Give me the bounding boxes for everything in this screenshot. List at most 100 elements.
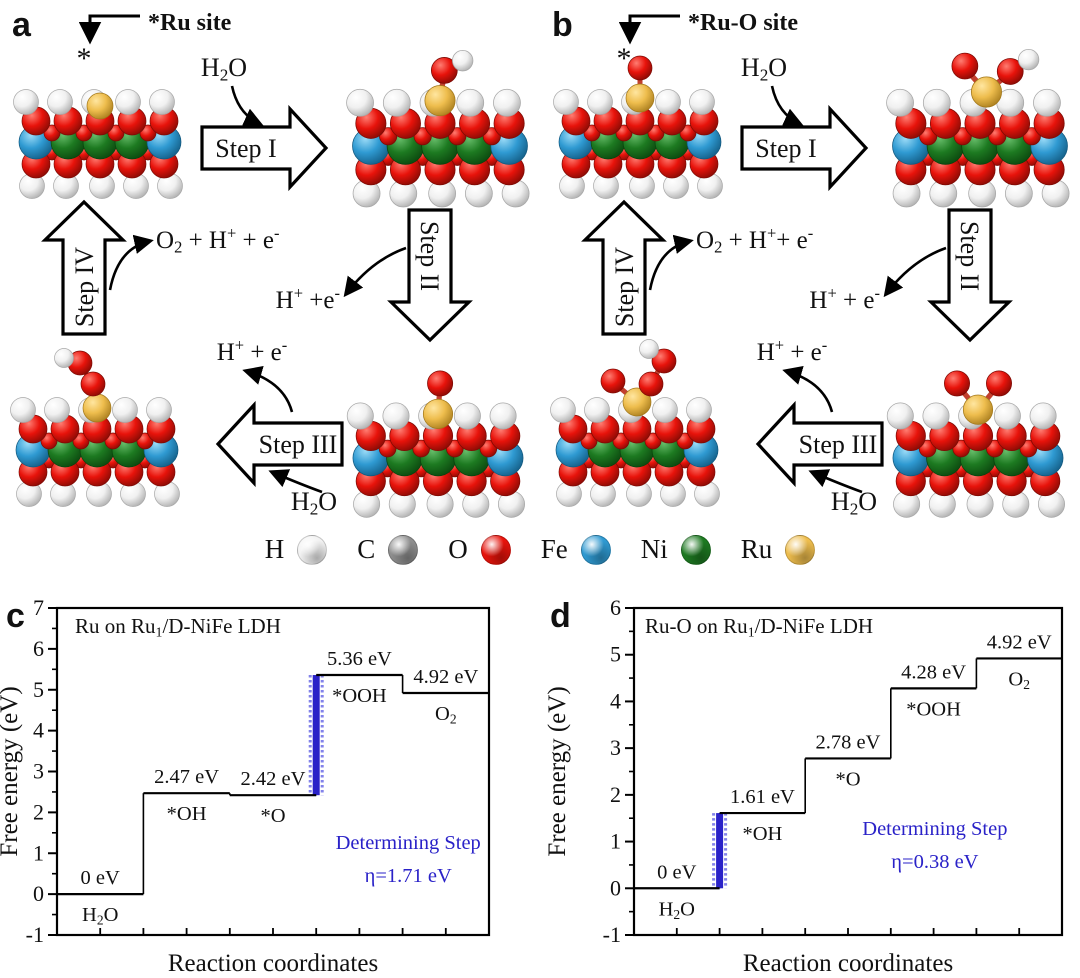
legend-item-O: O: [448, 534, 511, 565]
y-axis-label: Free energy (eV): [544, 686, 571, 856]
y-tick-label: 4: [610, 688, 621, 713]
y-tick-label: 1: [33, 840, 44, 865]
h-e-step3-arrow: [242, 365, 294, 413]
adsorbate-atom-red: [951, 52, 979, 80]
atom-O: [136, 432, 154, 450]
species-label: *OH: [167, 803, 207, 825]
atom-O: [679, 124, 697, 142]
legend-label-O: O: [448, 534, 468, 564]
y-tick-label: 1: [610, 829, 621, 854]
legend-label-Ni: Ni: [640, 534, 668, 564]
legend-item-Ni: Ni: [641, 534, 711, 565]
species-label: *OOH: [906, 698, 961, 720]
panel-letter-b: b: [552, 6, 573, 44]
adsorbate-atom-gold: [622, 387, 652, 417]
atom-H: [453, 402, 481, 430]
y-tick-label: 7: [33, 595, 44, 620]
atom-O: [378, 439, 397, 458]
h2o-in-label: H2O: [741, 53, 787, 84]
adsorbate-atom-gold: [970, 76, 1002, 108]
h2o-in-arrow: [230, 85, 264, 127]
atom-O: [986, 439, 1004, 458]
step3-arrow-label: Step III: [799, 430, 878, 459]
adsorbate-atom-gold: [625, 83, 655, 113]
site-pointer-arrow: [78, 14, 140, 45]
determining-step-band: [716, 813, 724, 889]
atom-H: [10, 397, 36, 423]
atom-O: [107, 124, 125, 142]
atom-H: [112, 397, 138, 423]
overpotential-text: η=1.71 eV: [365, 865, 452, 887]
atom-ball-Fe-icon: [580, 534, 611, 565]
step2-arrow-label: Step II: [415, 221, 444, 291]
atom-ball-Ni-icon: [680, 534, 711, 565]
slab-a-state3: [346, 370, 525, 518]
atom-O: [580, 432, 598, 450]
step2-arrow-shape: [387, 208, 473, 343]
atom-O: [43, 124, 61, 142]
y-tick-label: -1: [26, 922, 44, 947]
y-tick-label: 0: [610, 875, 621, 900]
step4-arrow-label: Step IV: [610, 247, 639, 327]
species-label: H2O: [82, 904, 118, 927]
x-axis-label: Reaction coordinates: [168, 950, 378, 977]
panel-letter-a: a: [12, 6, 32, 44]
site-marker: *: [77, 42, 92, 75]
y-tick-label: 2: [610, 782, 621, 807]
adsorbate-atom-red: [638, 371, 664, 397]
site-label: *Ru-O site: [688, 10, 798, 36]
adsorbate-atom-gold: [424, 85, 456, 117]
atom-O: [446, 439, 464, 458]
step2-arrow-shape: [927, 208, 1013, 343]
atom-ball-O-icon: [480, 534, 511, 565]
determining-step-text: Determining Step: [336, 832, 481, 854]
h-e-step3-arrow: [782, 365, 834, 413]
atom-O: [40, 432, 58, 450]
atom-H: [146, 397, 172, 423]
h2o-step3-arrow: [808, 469, 863, 494]
o2-out-arrow: [648, 234, 694, 291]
atom-H: [587, 89, 613, 115]
slab-b-state1: [553, 55, 723, 199]
step4-arrow-shape: [581, 199, 667, 336]
y-tick-label: 5: [33, 677, 44, 702]
atom-H: [886, 402, 914, 430]
adsorbate-atom-red: [651, 348, 677, 374]
h2o-step3-label: H2O: [291, 487, 337, 518]
atom-O: [647, 124, 665, 142]
adsorbate-atom-red: [427, 370, 454, 397]
species-label: O2: [435, 703, 457, 726]
y-tick-label: 4: [33, 718, 44, 743]
atom-O: [139, 124, 157, 142]
atom-O: [988, 127, 1007, 146]
energy-label: 2.47 eV: [154, 766, 219, 788]
atom-O: [104, 432, 122, 450]
site-pointer-arrow: [618, 14, 680, 45]
adsorbate-atom-red: [944, 370, 970, 397]
y-axis-label: Free energy (eV): [0, 686, 23, 856]
energy-label: 5.36 eV: [327, 648, 392, 670]
site-label: *Ru site: [148, 10, 232, 36]
overpotential-text: η=0.38 eV: [891, 851, 978, 873]
legend-label-Fe: Fe: [540, 534, 568, 564]
y-tick-label: -1: [603, 922, 621, 947]
atom-H: [1029, 402, 1057, 430]
panel-letter-d: d: [550, 597, 571, 635]
atom-O: [952, 439, 970, 458]
adsorbate-atom-white: [639, 339, 659, 359]
step1-arrow-shape: [200, 104, 329, 192]
chart-title: Ru on Ru1/D-NiFe LDH: [75, 614, 281, 640]
atom-O: [413, 127, 432, 146]
atom-H: [553, 89, 579, 115]
energy-label: 0 eV: [657, 861, 696, 883]
energy-label: 2.42 eV: [241, 768, 306, 790]
atom-H: [13, 89, 39, 115]
adsorbate-atom-red: [627, 55, 653, 81]
atom-O: [612, 432, 630, 450]
adsorbate-atom-red: [600, 368, 626, 394]
atom-O: [72, 432, 90, 450]
atom-O: [615, 124, 633, 142]
